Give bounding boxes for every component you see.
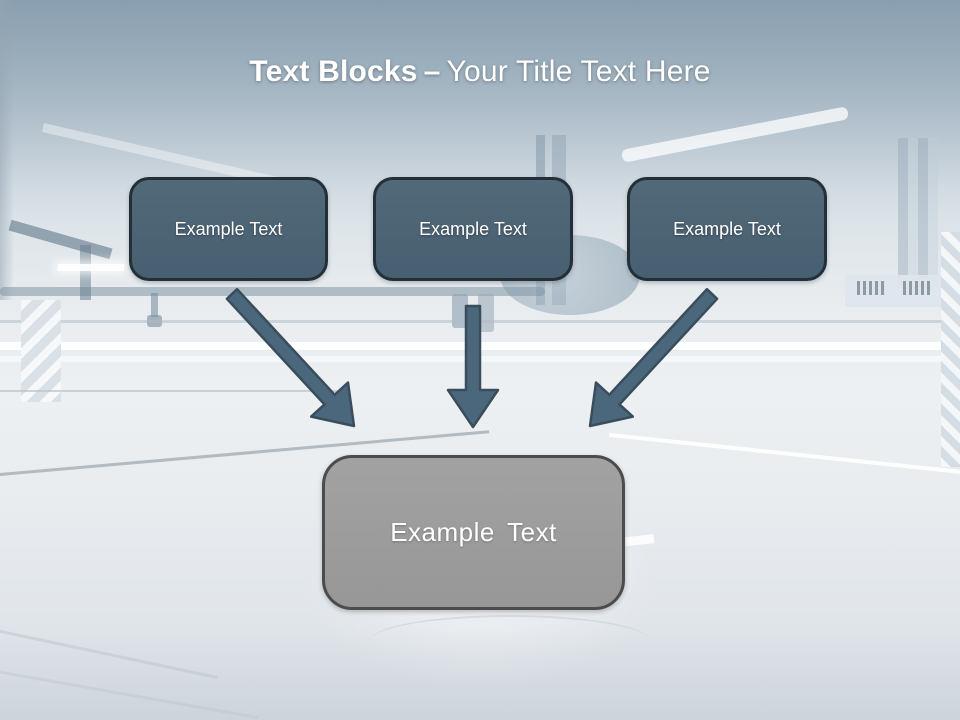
photo-wall-line — [0, 320, 960, 323]
photo-vent-grille — [903, 281, 933, 295]
photo-wall-stripe — [0, 342, 960, 350]
result-block: Example Text — [322, 455, 625, 610]
photo-floor-arc — [370, 615, 650, 667]
photo-pipe-joint — [478, 294, 494, 332]
photo-pipe — [80, 245, 91, 300]
photo-lamp — [58, 264, 124, 271]
photo-pipe — [8, 219, 113, 260]
slide-title: Text Blocks–Your Title Text Here — [0, 55, 960, 89]
result-block-label: Example Text — [390, 517, 557, 547]
photo-wall-line — [0, 390, 340, 392]
photo-floor-shade — [0, 630, 960, 720]
photo-ceiling-tint — [0, 0, 960, 190]
title-bar — [0, 0, 960, 190]
text-block-3: Example Text — [627, 177, 827, 281]
text-block-2: Example Text — [373, 177, 573, 281]
photo-wall-stripe — [0, 356, 960, 362]
text-block-1: Example Text — [129, 177, 328, 281]
text-block-3-label: Example Text — [673, 218, 781, 239]
photo-pendant — [151, 293, 158, 317]
photo-striped-pillar — [941, 232, 960, 467]
text-block-2-label: Example Text — [419, 218, 527, 239]
photo-vent-grille — [857, 281, 887, 295]
text-block-1-label: Example Text — [174, 218, 283, 239]
photo-striped-pillar — [21, 300, 61, 402]
title-bold-text: Text Blocks — [249, 55, 418, 88]
photo-columns — [898, 138, 938, 288]
photo-floor-line — [608, 432, 960, 476]
title-separator: – — [423, 55, 441, 88]
title-subtitle-text: Your Title Text Here — [446, 55, 711, 88]
